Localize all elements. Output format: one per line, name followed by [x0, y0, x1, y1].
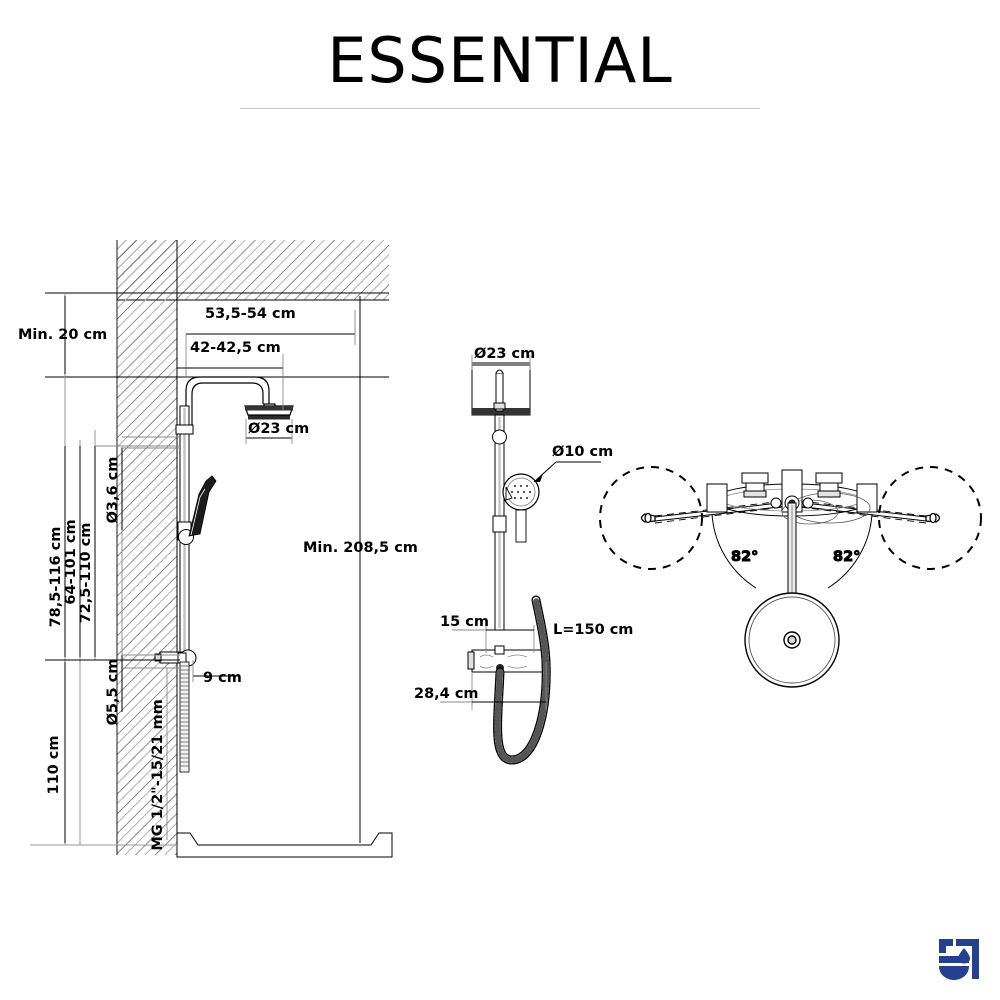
brand-logo-glyph — [939, 939, 979, 980]
swivel-angle-left: 82° — [711, 513, 759, 589]
dim-total-height: Min. 208,5 cm — [303, 296, 418, 843]
dim-rail-upper-label: 78,5-116 cm — [48, 527, 64, 628]
dim-arm-reach: 42-42,5 cm — [177, 340, 284, 410]
thermostatic-mixer-side — [467, 645, 550, 673]
overhead-head-plan — [744, 592, 840, 688]
dimension-lines-front — [45, 292, 389, 845]
dim-tube-diameter-label: Ø3,6 cm — [105, 457, 121, 524]
dim-head-diameter-side-label: Ø23 cm — [474, 346, 535, 362]
dim-rail-lower: 72,5-110 cm — [78, 445, 180, 657]
dim-head-diameter-front: Ø23 cm — [245, 419, 309, 444]
page-title: ESSENTIAL — [327, 24, 673, 97]
dim-rail-upper: 78,5-116 cm — [48, 446, 66, 657]
hand-shower-side — [502, 473, 540, 543]
side-elevation-view: Ø23 cm Ø10 cm 15 cm L=150 cm — [414, 346, 633, 765]
dim-hand-shower-diameter-label: Ø10 cm — [552, 444, 613, 460]
dim-projection-label: 9 cm — [203, 670, 242, 686]
overhead-shower-side — [471, 364, 531, 416]
dim-hose-length-label: L=150 cm — [553, 622, 633, 638]
dim-bar-width-label: 15 cm — [440, 614, 489, 630]
dim-rail-mid-label: 64-101 cm — [63, 519, 79, 604]
riser-rail-side — [492, 414, 507, 631]
arm-swing-ghost — [654, 499, 927, 524]
dim-arm-total: 53,5-54 cm — [185, 306, 356, 377]
dim-min-ceiling: Min. 20 cm — [18, 296, 107, 374]
dim-head-diameter-front-label: Ø23 cm — [248, 421, 309, 437]
front-elevation-view: Min. 20 cm 53,5-54 cm 42-42,5 cm Ø23 c — [18, 240, 418, 858]
swivel-angle-right-label: 82° — [833, 549, 860, 565]
dim-arm-total-label: 53,5-54 cm — [205, 306, 296, 322]
dim-escutcheon-diameter-label: Ø5,5 cm — [105, 659, 121, 726]
brand-logo — [939, 939, 979, 980]
dim-connection-label: MG 1/2"-15/21 mm — [150, 699, 166, 850]
hand-shower-plan-left — [640, 512, 656, 524]
top-plan-view: 82° 82° — [599, 466, 982, 688]
dim-projection: 9 cm — [192, 660, 242, 686]
dim-base-depth-label: 28,4 cm — [414, 686, 479, 702]
shower-hose-side — [493, 595, 551, 765]
mixer-handles-plan — [741, 472, 843, 498]
swing-circle-right — [878, 466, 982, 570]
dim-escutcheon-diameter: Ø5,5 cm — [105, 654, 180, 726]
dim-tube-diameter: Ø3,6 cm — [105, 436, 180, 530]
dim-rail-lower-label: 72,5-110 cm — [78, 523, 94, 624]
hand-shower-plan-right — [925, 512, 941, 524]
dim-rail-mid: 64-101 cm — [63, 446, 81, 657]
dim-connection: MG 1/2"-15/21 mm — [150, 668, 168, 851]
riser-rail — [175, 405, 194, 661]
swivel-angle-right: 82° — [827, 513, 873, 589]
dim-total-height-label: Min. 208,5 cm — [303, 540, 418, 556]
dimension-lines-side: Ø23 cm Ø10 cm 15 cm L=150 cm — [414, 346, 633, 710]
swing-circle-left — [599, 466, 703, 570]
dim-mixer-height-label: 110 cm — [46, 735, 62, 794]
overhead-shower-assembly — [185, 376, 294, 430]
swivel-angle-left-label: 82° — [731, 549, 758, 565]
dim-min-ceiling-label: Min. 20 cm — [18, 327, 107, 343]
shower-hose — [179, 661, 190, 773]
hand-shower — [188, 475, 217, 537]
dim-arm-reach-label: 42-42,5 cm — [190, 340, 281, 356]
shower-tray — [30, 832, 393, 858]
dim-mixer-height: 110 cm — [46, 662, 66, 843]
wall-hatch — [116, 240, 178, 855]
title-divider — [240, 108, 760, 109]
